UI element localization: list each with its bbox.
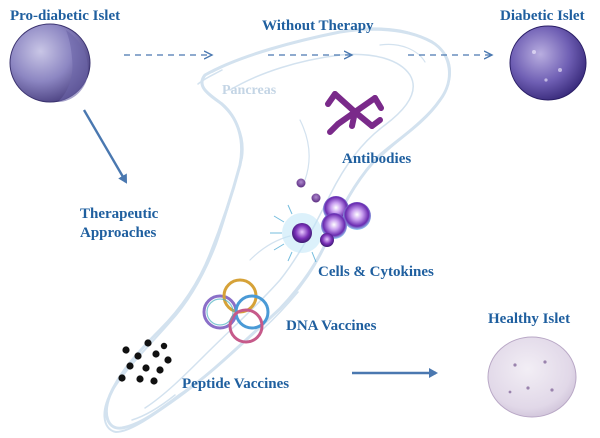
healthy-islet-image xyxy=(487,336,577,418)
dna-vaccines-icon xyxy=(202,278,270,344)
pancreas-label: Pancreas xyxy=(222,83,277,98)
antibodies-icon xyxy=(325,91,384,135)
pancreas-outline xyxy=(103,27,452,433)
diabetic-islet-image xyxy=(509,25,587,101)
healthy-islet-label: Healthy Islet xyxy=(488,311,571,327)
therapeutic-approaches-label-line2: Approaches xyxy=(80,225,157,241)
peptide-vaccines-label: Peptide Vaccines xyxy=(182,376,290,392)
without-therapy-label: Without Therapy xyxy=(262,18,374,34)
diabetic-islet-label: Diabetic Islet xyxy=(500,8,585,24)
antibodies-label: Antibodies xyxy=(342,151,412,167)
dna-vaccines-label: DNA Vaccines xyxy=(286,318,377,334)
cells-cytokines-label: Cells & Cytokines xyxy=(318,264,434,280)
cells-cytokines-icon xyxy=(270,178,371,263)
therapy-arrow xyxy=(82,109,128,184)
pro-diabetic-islet-label: Pro-diabetic Islet xyxy=(10,8,121,24)
pro-diabetic-islet-image xyxy=(9,23,91,103)
peptide-vaccines-icon xyxy=(118,339,172,385)
therapeutic-approaches-label-line1: Therapeutic xyxy=(80,206,159,222)
